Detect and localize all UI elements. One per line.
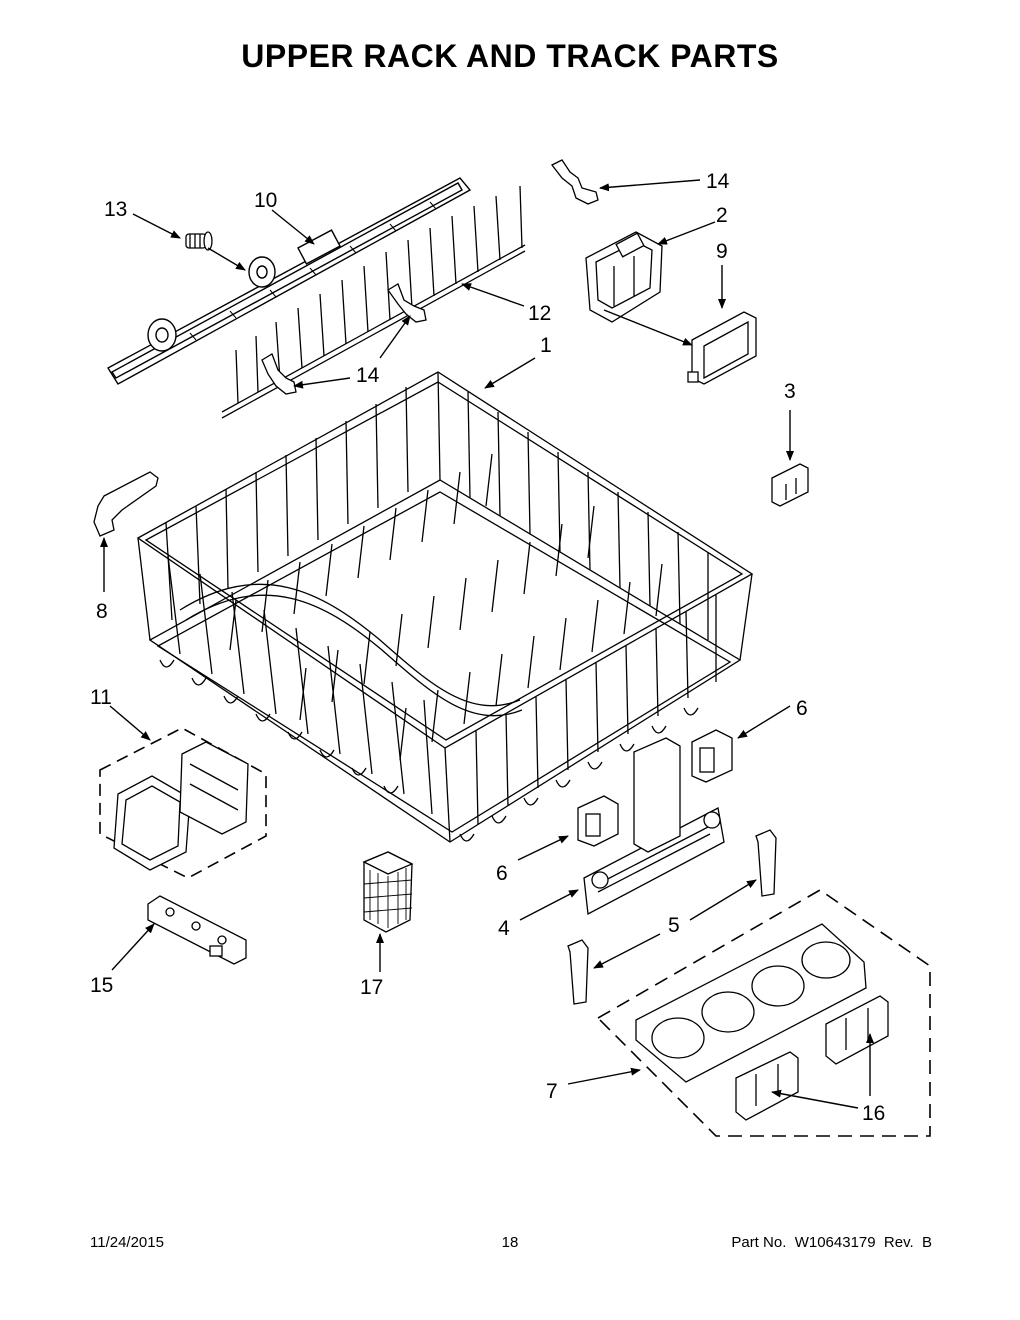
callout-4: 4 (498, 917, 510, 940)
part-6-clip-left (577, 795, 619, 847)
part-11-group (99, 727, 267, 879)
part-7-group (596, 889, 931, 1137)
part-16-clip-right (825, 995, 889, 1065)
footer-part-number: Part No. W10643179 Rev. B (731, 1234, 932, 1251)
part-1-upper-rack (136, 371, 754, 843)
part-2-bracket (585, 231, 663, 323)
part-14-clip-top (551, 159, 599, 205)
leader-9b (603, 309, 693, 346)
callout-9: 9 (716, 240, 728, 263)
callout-15: 15 (90, 974, 113, 997)
leader-10 (271, 209, 315, 245)
page-title: UPPER RACK AND TRACK PARTS (241, 38, 779, 74)
callout-2: 2 (716, 204, 728, 227)
part-3-clip (771, 463, 809, 507)
callout-3: 3 (784, 380, 796, 403)
leader-6-right (737, 705, 791, 739)
leader-15 (111, 923, 155, 971)
callout-1: 1 (540, 334, 552, 357)
part-17-basket (362, 851, 414, 933)
callout-12: 12 (528, 302, 551, 325)
leader-5-left (593, 933, 661, 969)
footer-page-number: 18 (501, 1234, 519, 1251)
leader-13 (132, 213, 181, 239)
footer-date: 11/24/2015 (90, 1234, 164, 1251)
leader-lines (100, 179, 874, 1109)
callout-14-top: 14 (706, 170, 730, 193)
callout-11: 11 (90, 686, 112, 709)
part-5-guide-right (755, 829, 777, 897)
part-10-track-adjuster (107, 177, 472, 385)
leader-6-left (517, 835, 569, 861)
callout-10: 10 (254, 189, 277, 212)
leader-12 (461, 283, 525, 307)
callout-numbers: 1 2 3 4 5 6 6 7 8 9 10 11 12 13 14 14 15… (90, 170, 885, 1125)
callout-5: 5 (668, 914, 680, 937)
leader-14-top (599, 179, 701, 192)
part-15-latch (147, 895, 247, 965)
callout-14-left: 14 (356, 364, 380, 387)
leader-2 (657, 221, 716, 245)
callout-13: 13 (104, 198, 127, 221)
part-16-clip-left (735, 1051, 799, 1121)
part-14-clip-mid (387, 283, 427, 323)
leader-14-mid (379, 315, 411, 359)
part-9-cover (687, 311, 757, 385)
callout-7: 7 (546, 1080, 558, 1103)
callout-16: 16 (862, 1102, 885, 1125)
callout-6-left: 6 (496, 862, 508, 885)
leader-11 (109, 705, 151, 741)
callout-17: 17 (360, 976, 383, 999)
leader-14-left (293, 377, 351, 389)
leader-13b (207, 247, 246, 271)
leader-4 (519, 889, 579, 921)
part-6-clip-right (691, 729, 733, 783)
part-5-guide-left (567, 939, 589, 1005)
part-8-hook (93, 471, 159, 537)
leader-7 (567, 1067, 641, 1085)
leader-1 (484, 357, 536, 389)
leader-5-right (689, 879, 757, 921)
callout-8: 8 (96, 600, 108, 623)
callout-6-right: 6 (796, 697, 808, 720)
part-12-tine-row (221, 185, 526, 419)
part-13-screw (185, 231, 213, 251)
leader-16-left (771, 1089, 859, 1109)
part-4-bracket (583, 737, 725, 916)
